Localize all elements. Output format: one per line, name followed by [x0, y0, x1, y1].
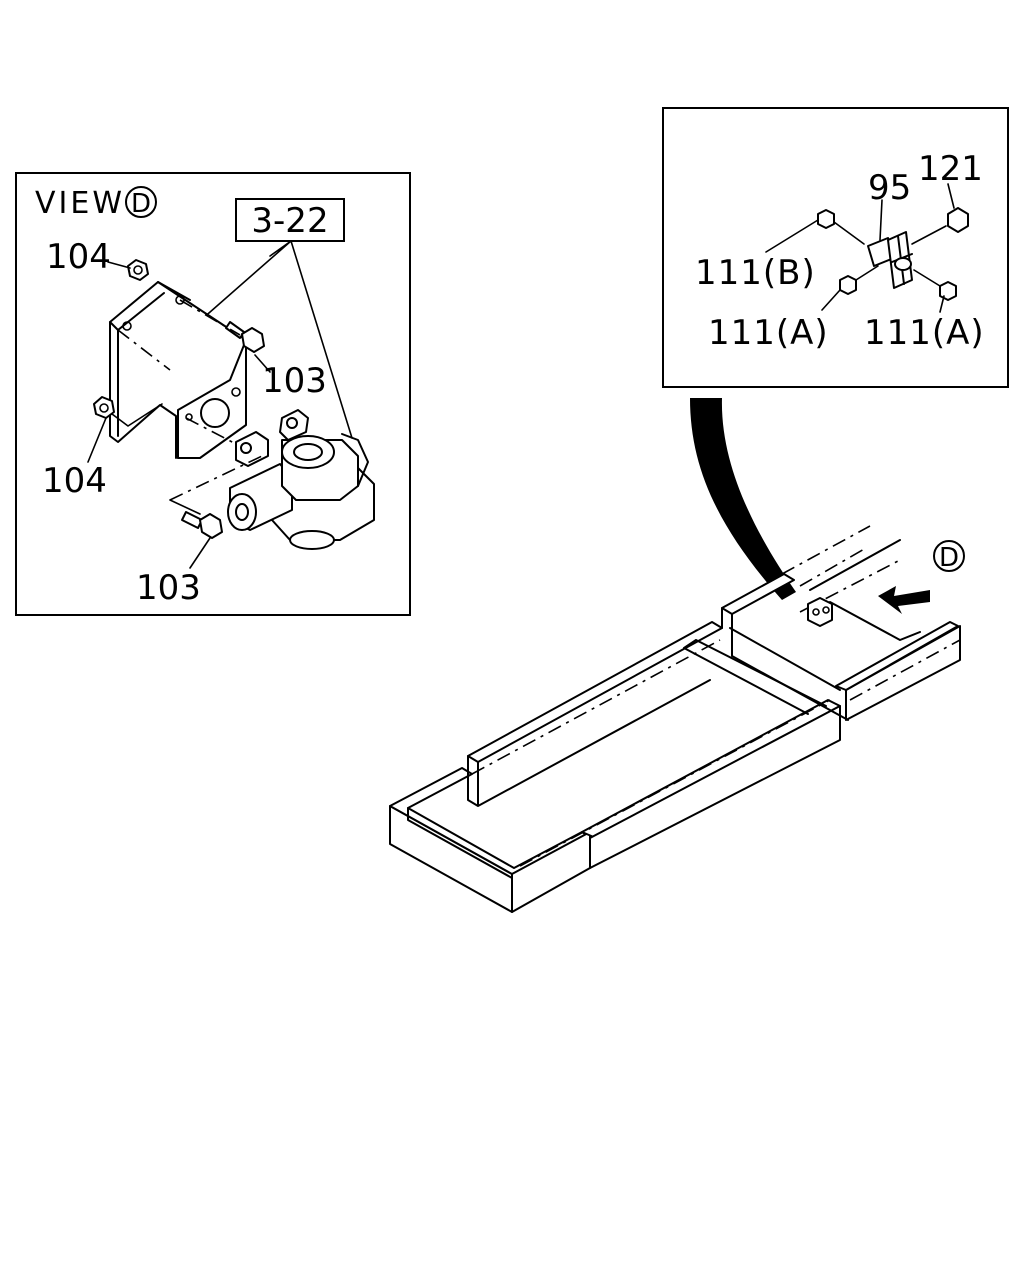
- view-title: VIEW: [35, 186, 125, 221]
- nut-111b: [817, 209, 865, 245]
- bolt-103-right: [225, 321, 265, 353]
- frame-view-marker-circle: [933, 540, 965, 572]
- ref-leader-lines: [192, 240, 353, 439]
- nut-104-top: [127, 259, 149, 281]
- label-111a-right: 111(A): [864, 313, 985, 353]
- view-marker-circle: [125, 186, 157, 218]
- mounting-bracket: [109, 281, 247, 459]
- view-direction-arrow: [878, 586, 930, 614]
- view-d-frame: [15, 172, 411, 616]
- view-d-panel: VIEW D 3-22: [15, 172, 411, 616]
- nut-111a-right: [913, 269, 957, 301]
- label-111a-left: 111(A): [708, 313, 829, 353]
- bolt-121: [911, 207, 969, 245]
- detail-panel: 95 121 111(B) 111(A) 111(A): [662, 107, 1009, 388]
- ref-box-label: 3-22: [251, 201, 328, 241]
- frame-view-marker-letter: D: [939, 543, 959, 573]
- valve-assembly: [227, 409, 375, 550]
- frame-clamp: [807, 597, 833, 627]
- label-95: 95: [868, 168, 911, 208]
- view-marker-letter: D: [131, 189, 151, 219]
- label-111b: 111(B): [695, 253, 816, 293]
- bracket-clamp-95: [867, 231, 913, 289]
- detail-frame: [662, 107, 1009, 388]
- mounting-centerlines: [117, 299, 263, 501]
- nut-111a-left: [839, 265, 879, 295]
- chassis-frame: [389, 525, 961, 913]
- detail-leaders: [765, 183, 955, 313]
- label-104-top: 104: [46, 237, 111, 277]
- detail-callout-pointer: [690, 398, 796, 600]
- label-103-bottom: 103: [136, 568, 201, 608]
- nut-104-left: [93, 396, 115, 419]
- label-103-right: 103: [262, 361, 327, 401]
- label-leaders: [87, 261, 271, 569]
- label-104-left: 104: [42, 461, 107, 501]
- label-121: 121: [918, 149, 983, 189]
- bolt-103-bottom: [181, 511, 223, 539]
